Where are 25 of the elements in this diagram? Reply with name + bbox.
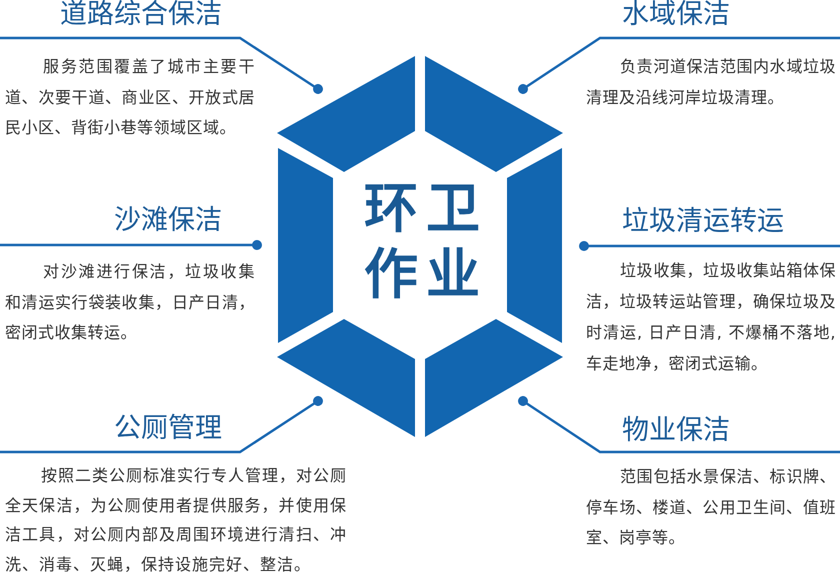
section-heading: 沙滩保洁	[114, 206, 222, 236]
leader-line	[518, 36, 840, 94]
leader-line	[518, 396, 840, 454]
hexagon-segment	[278, 148, 333, 343]
hexagon-segment	[277, 56, 415, 172]
hexagon-segment	[425, 319, 563, 437]
description-text: 按照二类公厕标准实行专人管理，对公厕全天保洁，为公厕使用者提供服务，并使用保洁工具，对公厕内部及周围环境进行清扫、冲洗、消毒、灭蝇，保持设施完好、整洁。	[5, 465, 347, 576]
leader-line	[0, 396, 323, 454]
hexagon-segment	[507, 148, 562, 343]
hexagon-segment	[277, 319, 415, 437]
section-heading: 垃圾清运转运	[622, 207, 784, 237]
description-text: 范围包括水景保洁、标识牌、停车场、楼道、公用卫生间、值班室、岗亭等。	[586, 466, 836, 549]
section-heading: 公厕管理	[114, 414, 222, 444]
hexagon-segment	[425, 56, 563, 172]
description-text: 服务范围覆盖了城市主要干道、次要干道、商业区、开放式居民小区、背街小巷等领域区域。	[5, 56, 255, 139]
description-text: 负责河道保洁范围内水域垃圾清理及沿线河岸垃圾清理。	[586, 56, 836, 108]
leader-line	[579, 241, 840, 251]
leader-line	[0, 36, 323, 94]
description-text: 对沙滩进行保洁，垃圾收集和清运实行袋装收集，日产日清，密闭式收集转运。	[5, 261, 255, 344]
center-heading: 环卫作业	[364, 176, 492, 308]
leader-line	[0, 240, 262, 250]
section-heading: 道路综合保洁	[60, 0, 222, 30]
section-heading: 物业保洁	[622, 416, 730, 446]
section-heading: 水域保洁	[622, 0, 730, 30]
description-text: 垃圾收集，垃圾收集站箱体保洁，垃圾转运站管理，确保垃圾及时清运, 日产日清, 不爆桶不落地, 车走地净，密闭式运输。	[586, 260, 836, 375]
